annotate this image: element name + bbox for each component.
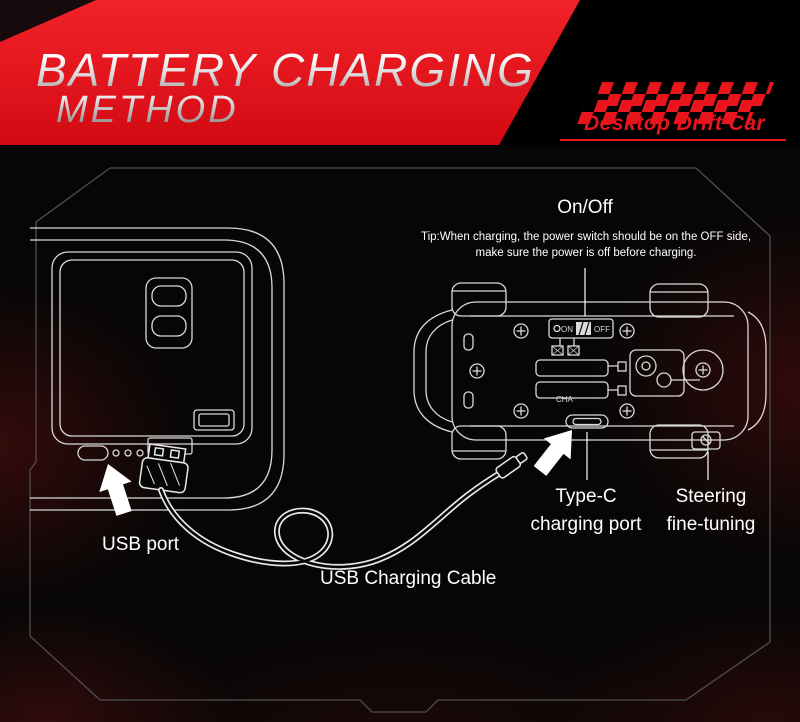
usb-a-socket	[193, 409, 235, 431]
cha-port-text: CHA	[556, 395, 574, 404]
usb-cable-drawing	[158, 470, 503, 570]
corner-dark-accent	[0, 0, 96, 42]
page-title-line2: METHOD	[56, 89, 239, 131]
panel-outline	[29, 167, 771, 713]
brand-underline	[560, 139, 786, 141]
header-banner: BATTERY CHARGING METHOD Desktop Drift Ca…	[0, 0, 800, 145]
switch-on-text: ON	[561, 325, 573, 334]
indicator-lights	[77, 445, 144, 461]
type-c-arrow-icon	[533, 430, 572, 476]
type-c-connector-drawing	[495, 451, 528, 479]
type-c-port-drawing	[565, 414, 609, 429]
latch-detail	[145, 277, 193, 349]
usb-port-arrow-icon	[99, 464, 132, 516]
car-chassis-drawing: ON OFF CHA	[413, 282, 767, 460]
power-switch-drawing: ON OFF	[548, 318, 614, 339]
charger-device-drawing	[30, 227, 285, 511]
red-banner-shape	[0, 0, 580, 145]
callout-lines	[584, 268, 709, 480]
page-title-line1: BATTERY CHARGING	[36, 44, 535, 96]
usb-connector-drawing	[138, 443, 189, 494]
header-graphics	[0, 0, 786, 145]
switch-off-text: OFF	[594, 325, 610, 334]
brand-logo: Desktop Drift Car	[584, 112, 766, 135]
diagram-background	[0, 145, 800, 722]
steering-trimmer-drawing	[691, 431, 721, 450]
checkered-flag-icon	[577, 82, 774, 124]
